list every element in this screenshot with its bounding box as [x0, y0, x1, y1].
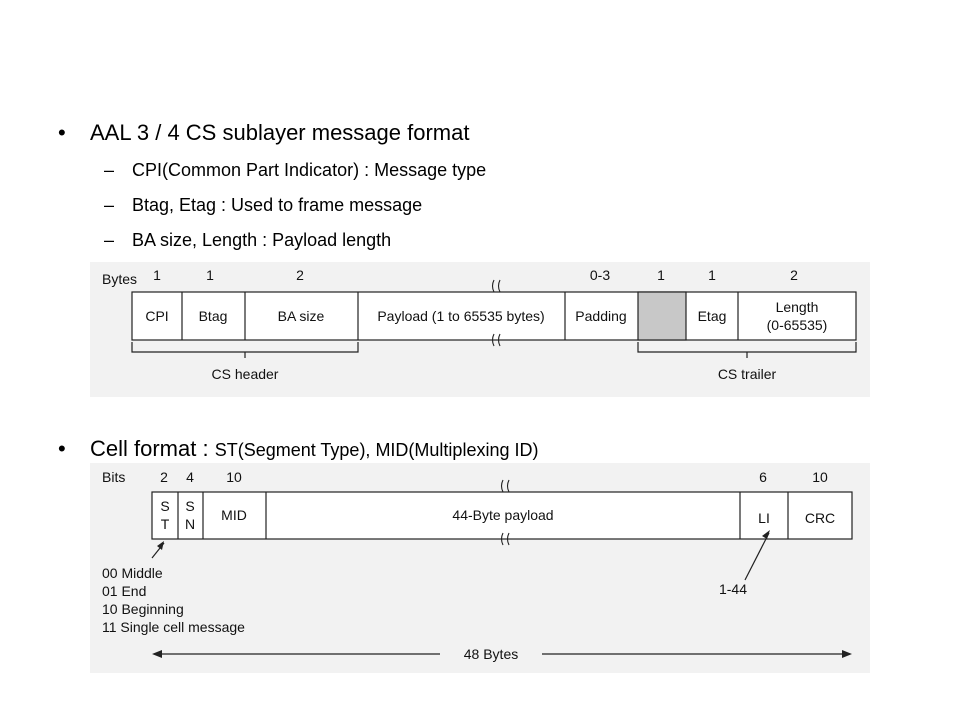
cs-field-length: Length [776, 299, 819, 315]
st-code-single: 11 Single cell message [102, 619, 245, 635]
subbullet-btag-text: Btag, Etag : Used to frame message [132, 195, 423, 215]
st-code-end: 01 End [102, 583, 146, 599]
cs-size-btag: 1 [206, 267, 214, 283]
cs-size-padding: 0-3 [590, 267, 610, 283]
total-label: 48 Bytes [464, 646, 518, 662]
cell-field-sn-bottom: N [185, 516, 195, 532]
dash-mark: – [104, 195, 115, 215]
cs-size-cpi: 1 [153, 267, 161, 283]
subbullet-cpi-text: CPI(Common Part Indicator) : Message typ… [132, 160, 487, 180]
cs-size-ba-size: 2 [296, 267, 304, 283]
bullet-cs-format-title: AAL 3 / 4 CS sublayer message format [90, 120, 470, 145]
bullet-cell-format-text: Cell format : ST(Segment Type), MID(Mult… [90, 436, 538, 462]
cs-field-ba-size: BA size [278, 308, 325, 324]
li-arrowhead [762, 530, 770, 539]
cs-size-etag: 1 [708, 267, 716, 283]
cell-size-mid: 10 [226, 469, 242, 485]
cs-shaded-field [637, 291, 687, 341]
cs-size-shaded: 1 [657, 267, 665, 283]
cell-fields-outline [151, 491, 853, 540]
cell-field-mid: MID [221, 507, 247, 523]
cs-unit-label: Bytes [102, 271, 137, 287]
bullet-cell-format-detail: ST(Segment Type), MID(Multiplexing ID) [214, 440, 539, 460]
li-arrow [744, 532, 770, 581]
cs-field-length-range: (0-65535) [767, 317, 828, 333]
break-mark-bottom [491, 333, 501, 347]
break-mark-top [491, 279, 501, 293]
break-mark-bottom [500, 532, 510, 546]
dash-mark: – [104, 230, 115, 250]
cell-format-figure: Bits 2 4 10 6 10 S T S N MID 44-Byte pay… [90, 463, 870, 673]
cs-field-etag: Etag [698, 308, 727, 324]
cs-field-payload: Payload (1 to 65535 bytes) [377, 308, 544, 324]
subbullet-ba-size-text: BA size, Length : Payload length [132, 230, 392, 250]
bullet-mark: • [58, 436, 66, 461]
break-mark-top [500, 479, 510, 493]
cell-size-st: 2 [160, 469, 168, 485]
cell-size-crc: 10 [812, 469, 828, 485]
cs-format-figure: Bytes 1 1 2 0-3 1 1 2 CPI Btag BA size P… [90, 262, 870, 397]
total-arrowhead-right [842, 650, 852, 658]
cs-size-length: 2 [790, 267, 798, 283]
total-arrowhead-left [152, 650, 162, 658]
dash-mark: – [104, 160, 115, 180]
cs-trailer-label: CS trailer [718, 366, 777, 382]
cs-field-cpi: CPI [145, 308, 168, 324]
st-code-beginning: 10 Beginning [102, 601, 184, 617]
cs-field-btag: Btag [199, 308, 228, 324]
cell-size-li: 6 [759, 469, 767, 485]
st-code-middle: 00 Middle [102, 565, 163, 581]
cs-header-brace [131, 342, 359, 358]
cell-unit-label: Bits [102, 469, 125, 485]
st-arrowhead [157, 541, 164, 550]
cs-trailer-brace [637, 342, 857, 358]
cell-field-sn-top: S [185, 498, 194, 514]
bullet-mark: • [58, 120, 66, 145]
cell-field-st-top: S [160, 498, 169, 514]
cell-field-crc: CRC [805, 510, 835, 526]
cs-fields-outline [131, 291, 857, 341]
li-range-label: 1-44 [719, 581, 747, 597]
cell-field-payload: 44-Byte payload [452, 507, 553, 523]
bullet-cell-format-title: Cell format : [90, 436, 215, 461]
cell-field-li: LI [758, 510, 770, 526]
cell-size-sn: 4 [186, 469, 194, 485]
cs-field-padding: Padding [575, 308, 626, 324]
cs-header-label: CS header [212, 366, 279, 382]
cell-field-st-bottom: T [161, 516, 170, 532]
